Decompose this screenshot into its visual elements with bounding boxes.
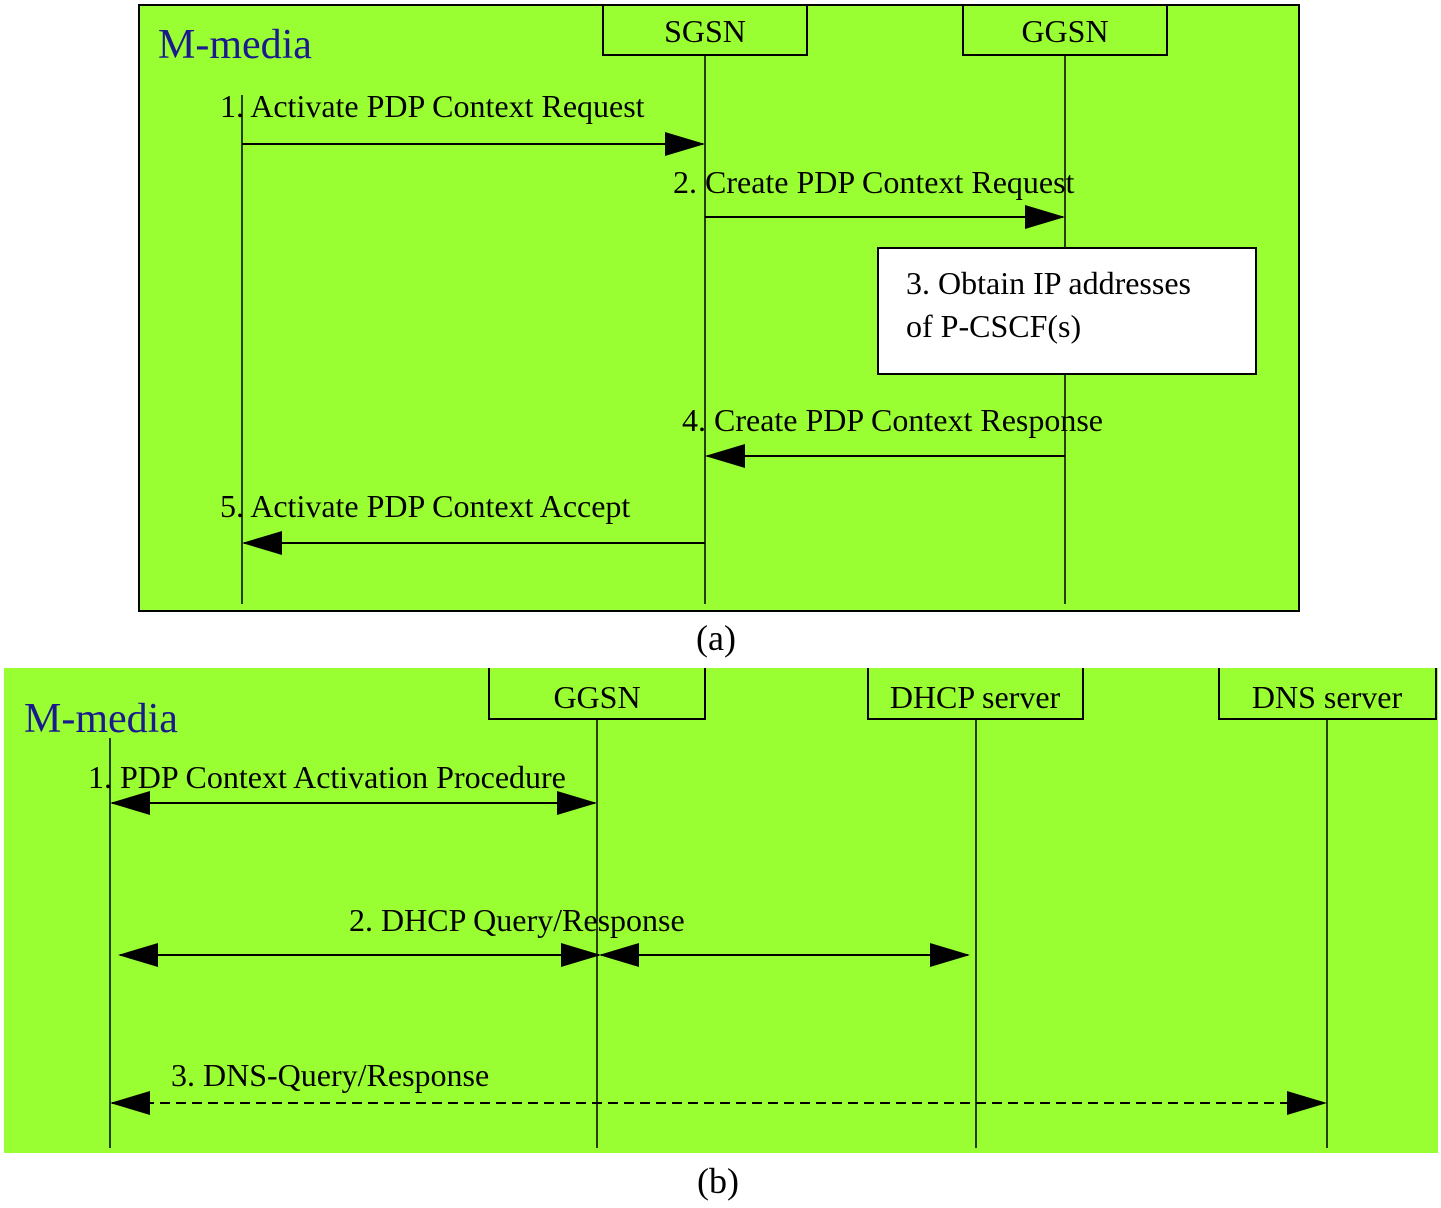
panel-b-caption: (b)	[697, 1161, 739, 1201]
sgsn-node-label: SGSN	[664, 13, 746, 49]
message-5-label: 5. Activate PDP Context Accept	[220, 488, 630, 524]
message-1-label: 1. Activate PDP Context Request	[220, 88, 645, 124]
dns-node-label: DNS server	[1252, 679, 1403, 715]
message-2-label: 2. Create PDP Context Request	[673, 164, 1075, 200]
sgsn-node-box	[602, 4, 808, 56]
message-b3-label: 3. DNS-Query/Response	[171, 1057, 489, 1093]
message-b1-label: 1. PDP Context Activation Procedure	[88, 759, 566, 795]
panel-b: M-media GGSN DHCP server DNS server 1. P…	[4, 668, 1438, 1153]
step-3-label-line-1: 3. Obtain IP addresses	[906, 265, 1191, 301]
panel-a: M-media SGSN GGSN 1. Activate PDP Contex…	[138, 4, 1300, 612]
ggsn-b-node-label: GGSN	[553, 679, 640, 715]
panel-b-title: M-media	[24, 696, 178, 742]
ggsn-node-label: GGSN	[1021, 13, 1108, 49]
message-4-label: 4. Create PDP Context Response	[682, 402, 1103, 438]
panel-a-title: M-media	[158, 22, 312, 68]
step-3-box	[877, 247, 1257, 375]
panel-b-background	[4, 668, 1438, 1153]
dhcp-node-label: DHCP server	[890, 679, 1061, 715]
panel-a-caption: (a)	[696, 618, 736, 658]
step-3-label-line-2: of P-CSCF(s)	[906, 308, 1081, 344]
message-b2-label: 2. DHCP Query/Response	[349, 902, 685, 938]
